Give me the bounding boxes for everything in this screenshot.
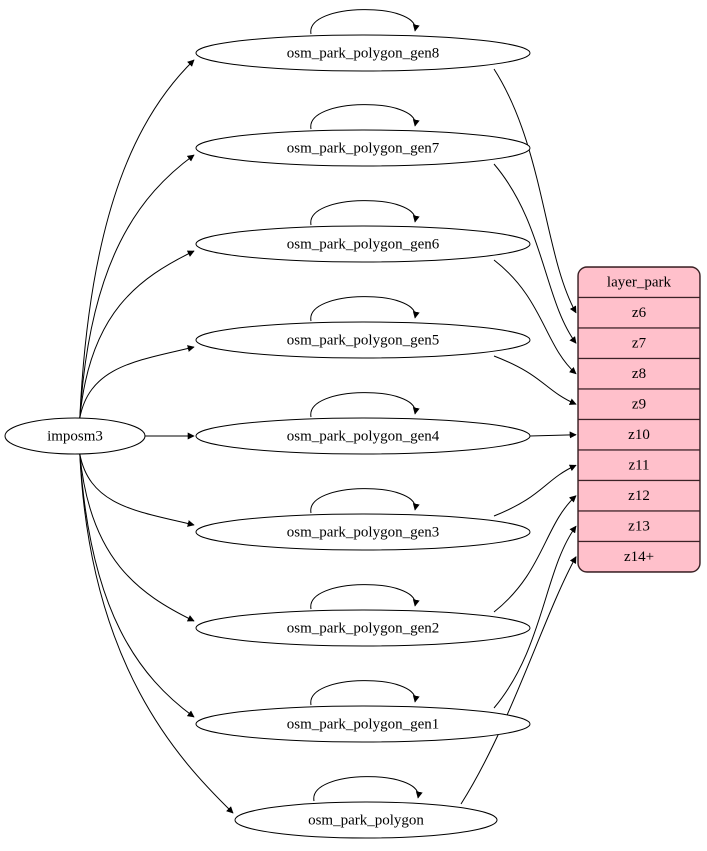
edge-imposm3-to-osm_park_polygon_gen5 — [79, 345, 195, 419]
table-header-label: layer_park — [607, 275, 672, 291]
node-osm_park_polygon_gen3[interactable] — [195, 513, 531, 551]
edge-imposm3-to-osm_park_polygon — [79, 453, 234, 814]
node-osm_park_polygon_gen8[interactable] — [195, 34, 531, 72]
self-loop-osm_park_polygon_gen2 — [310, 584, 420, 610]
self-loop-osm_park_polygon_gen8 — [310, 9, 420, 35]
edge-osm_park_polygon_gen5-to-z9 — [493, 355, 577, 405]
node-osm_park_polygon[interactable] — [234, 801, 498, 839]
edge-imposm3-to-osm_park_polygon_gen3 — [79, 453, 195, 527]
edge-imposm3-to-osm_park_polygon_gen7 — [79, 154, 195, 419]
table-row-z8[interactable] — [578, 357, 700, 390]
edge-osm_park_polygon_gen1-to-z13 — [493, 525, 577, 709]
edge-osm_park_polygon_gen4-to-z10 — [529, 431, 577, 439]
node-osm_park_polygon_gen6-label: osm_park_polygon_gen6 — [287, 236, 440, 252]
self-loop-osm_park_polygon_gen1 — [310, 680, 420, 706]
node-imposm3-label: imposm3 — [47, 428, 103, 444]
edge-osm_park_polygon_gen2-to-z12 — [493, 495, 577, 613]
table-row-z6[interactable] — [578, 296, 700, 329]
table-row-z10-label: z10 — [628, 427, 650, 443]
self-loop-edges — [310, 9, 423, 802]
table-border — [577, 266, 701, 573]
table-row-z9-label: z9 — [632, 397, 646, 413]
node-osm_park_polygon_gen3-label: osm_park_polygon_gen3 — [287, 524, 439, 540]
edge-imposm3-to-osm_park_polygon_gen2 — [79, 453, 195, 622]
table-row-z8-label: z8 — [632, 366, 646, 382]
node-osm_park_polygon_gen2-label: osm_park_polygon_gen2 — [287, 620, 439, 636]
layer-park-table: layer_park z6 z7 z8 z9 z10 z11 z12 z13 z14+ — [577, 266, 701, 573]
table-row-z14+[interactable] — [578, 540, 700, 573]
self-loop-osm_park_polygon_gen7 — [310, 104, 420, 130]
node-osm_park_polygon_gen5[interactable] — [195, 321, 531, 359]
table-row-z12-label: z12 — [628, 488, 650, 504]
table-row-z7[interactable] — [578, 327, 700, 360]
node-osm_park_polygon_gen2[interactable] — [195, 609, 531, 647]
node-osm_park_polygon_gen7-label: osm_park_polygon_gen7 — [287, 140, 440, 156]
edge-imposm3-to-osm_park_polygon_gen1 — [79, 453, 195, 718]
edge-imposm3-to-osm_park_polygon_gen6 — [79, 250, 195, 419]
table-row-z9[interactable] — [578, 388, 700, 421]
self-loop-osm_park_polygon_gen6 — [310, 200, 420, 226]
edge-osm_park_polygon_gen6-to-z8 — [493, 259, 577, 375]
ellipse-nodes: osm_park_polygon_gen8 osm_park_polygon_ge… — [195, 34, 531, 839]
node-osm_park_polygon_gen1-label: osm_park_polygon_gen1 — [287, 716, 439, 732]
edge-imposm3-to-osm_park_polygon_gen8 — [79, 59, 195, 419]
table-row-z10[interactable] — [578, 418, 700, 451]
self-loop-osm_park_polygon_gen5 — [310, 296, 420, 322]
node-osm_park_polygon_gen5-label: osm_park_polygon_gen5 — [287, 332, 439, 348]
node-osm_park_polygon-label: osm_park_polygon — [308, 812, 424, 828]
self-loop-osm_park_polygon_gen3 — [310, 488, 420, 514]
edge-osm_park_polygon_gen3-to-z11 — [493, 464, 577, 517]
self-loop-osm_park_polygon_gen4 — [310, 392, 420, 418]
self-loop-osm_park_polygon — [313, 776, 423, 802]
table-row-z7-label: z7 — [632, 336, 647, 352]
node-osm_park_polygon_gen7[interactable] — [195, 129, 531, 167]
edge-osm_park_polygon-to-z14+ — [460, 556, 577, 805]
node-osm_park_polygon_gen8-label: osm_park_polygon_gen8 — [287, 45, 439, 61]
table-row-z6-label: z6 — [632, 305, 647, 321]
table-row-z13[interactable] — [578, 510, 700, 543]
source-node-imposm3: imposm3 — [4, 417, 146, 455]
table-row-z13-label: z13 — [628, 519, 650, 535]
edge-osm_park_polygon_gen8-to-z6 — [493, 68, 577, 314]
node-osm_park_polygon_gen6[interactable] — [195, 225, 531, 263]
node-osm_park_polygon_gen4[interactable] — [195, 417, 531, 455]
edges-to-layer-park — [460, 68, 577, 805]
edge-osm_park_polygon_gen7-to-z7 — [493, 163, 577, 344]
table-row-z11-label: z11 — [628, 458, 649, 474]
edges-from-imposm3 — [79, 59, 234, 814]
node-osm_park_polygon_gen1[interactable] — [195, 705, 531, 743]
table-row-z14+-label: z14+ — [624, 549, 654, 565]
node-osm_park_polygon_gen4-label: osm_park_polygon_gen4 — [287, 428, 440, 444]
node-imposm3[interactable] — [4, 417, 146, 455]
